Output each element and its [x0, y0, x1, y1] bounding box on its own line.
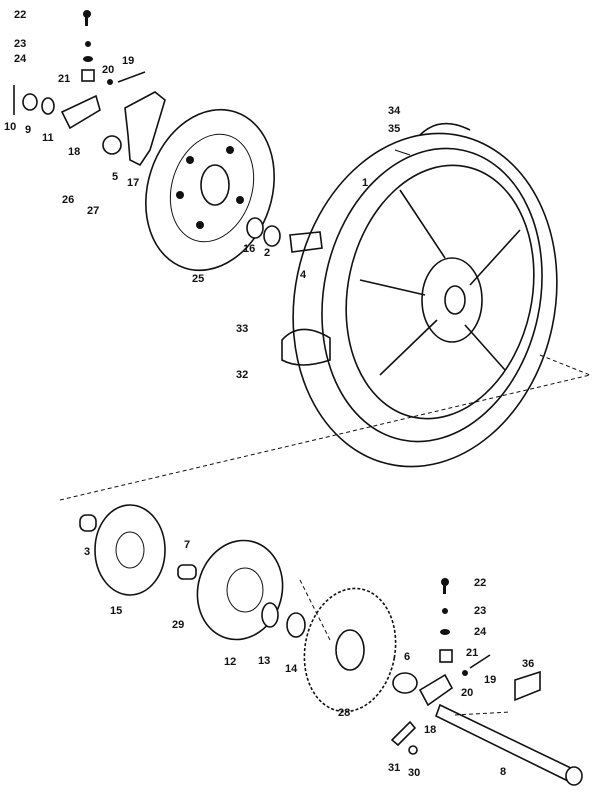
part-label: 30	[408, 767, 420, 779]
part-label: 19	[484, 674, 496, 686]
part-label: 18	[68, 146, 80, 158]
part-label: 22	[14, 9, 26, 21]
part-label: 4	[300, 269, 307, 281]
rear-sprocket	[303, 587, 397, 713]
part-label: 1	[362, 177, 368, 189]
part-label: 26	[62, 194, 74, 206]
part-label: 17	[127, 177, 139, 189]
part-label: 5	[112, 171, 118, 183]
part-label: 27	[87, 205, 99, 217]
part-label: 32	[236, 369, 248, 381]
brake-disc	[145, 108, 275, 272]
part-label: 19	[122, 55, 134, 67]
part-label: 12	[224, 656, 236, 668]
sprocket-hub	[196, 539, 284, 641]
rear-tire	[281, 122, 558, 468]
part-label: 7	[184, 539, 190, 551]
part-label: 16	[243, 243, 255, 255]
part-label: 23	[14, 38, 26, 50]
part-label: 15	[110, 605, 122, 617]
nut-21	[81, 69, 95, 82]
part-label: 3	[84, 546, 90, 558]
ground-line	[59, 354, 591, 501]
part-label: 28	[338, 707, 350, 719]
axle-spacer	[289, 231, 323, 253]
spacer	[102, 135, 122, 155]
part-label: 18	[424, 724, 436, 736]
part-label: 33	[236, 323, 248, 335]
chain-adjuster-plate	[514, 670, 541, 702]
torque-link-lower	[418, 673, 454, 707]
part-label: 23	[474, 605, 486, 617]
part-label: 8	[500, 766, 506, 778]
part-label: 21	[466, 647, 478, 659]
part-label: 2	[264, 247, 270, 259]
part-label: 31	[388, 762, 400, 774]
part-label: 35	[388, 123, 400, 135]
caliper-bracket	[124, 91, 166, 167]
part-label: 25	[192, 273, 204, 285]
nut	[22, 93, 38, 111]
part-label: 6	[404, 651, 410, 663]
part-label: 14	[285, 663, 298, 675]
part-label: 29	[172, 619, 184, 631]
cush-drive-rubber	[94, 504, 166, 596]
part-label: 20	[461, 687, 473, 699]
part-label: 21	[58, 73, 70, 85]
part-label: 11	[42, 132, 54, 144]
part-label: 24	[14, 53, 27, 65]
washer	[41, 97, 55, 115]
part-label: 22	[474, 577, 486, 589]
part-label: 24	[474, 626, 487, 638]
part-label: 20	[102, 64, 114, 76]
part-label: 13	[258, 655, 270, 667]
part-label: 34	[388, 105, 401, 117]
spacer-6	[392, 672, 418, 694]
torque-link	[60, 94, 101, 130]
part-label: 36	[522, 658, 534, 670]
part-label: 9	[25, 124, 31, 136]
part-label: 10	[4, 121, 16, 133]
